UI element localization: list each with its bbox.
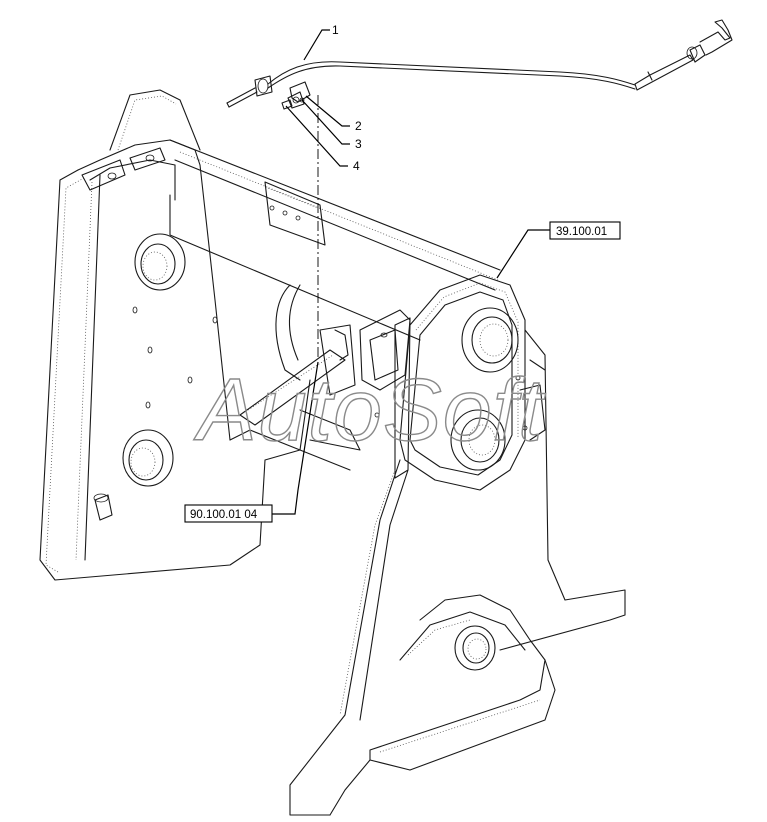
callout-4[interactable]: 4: [285, 105, 360, 173]
cross-beam: [169, 139, 501, 471]
svg-text:90.100.01 04: 90.100.01 04: [190, 509, 258, 521]
reference-bottom[interactable]: 90.100.01 04: [184, 361, 319, 523]
callout-3[interactable]: 3: [301, 99, 362, 151]
svg-text:39.100.01: 39.100.01: [556, 226, 607, 238]
svg-text:1: 1: [332, 23, 339, 37]
svg-text:2: 2: [355, 119, 362, 133]
reference-top[interactable]: 39.100.01: [496, 221, 621, 279]
right-side-frame: [289, 274, 626, 816]
callout-1[interactable]: 1: [303, 23, 339, 61]
watermark: AutoSoft: [193, 360, 546, 459]
svg-text:4: 4: [353, 159, 360, 173]
mounting-bracket-parts: [281, 81, 311, 110]
control-cable: [226, 19, 733, 108]
callout-2[interactable]: 2: [305, 95, 362, 133]
center-linkage: [239, 309, 411, 451]
left-side-plate: [39, 89, 311, 581]
svg-text:3: 3: [355, 137, 362, 151]
